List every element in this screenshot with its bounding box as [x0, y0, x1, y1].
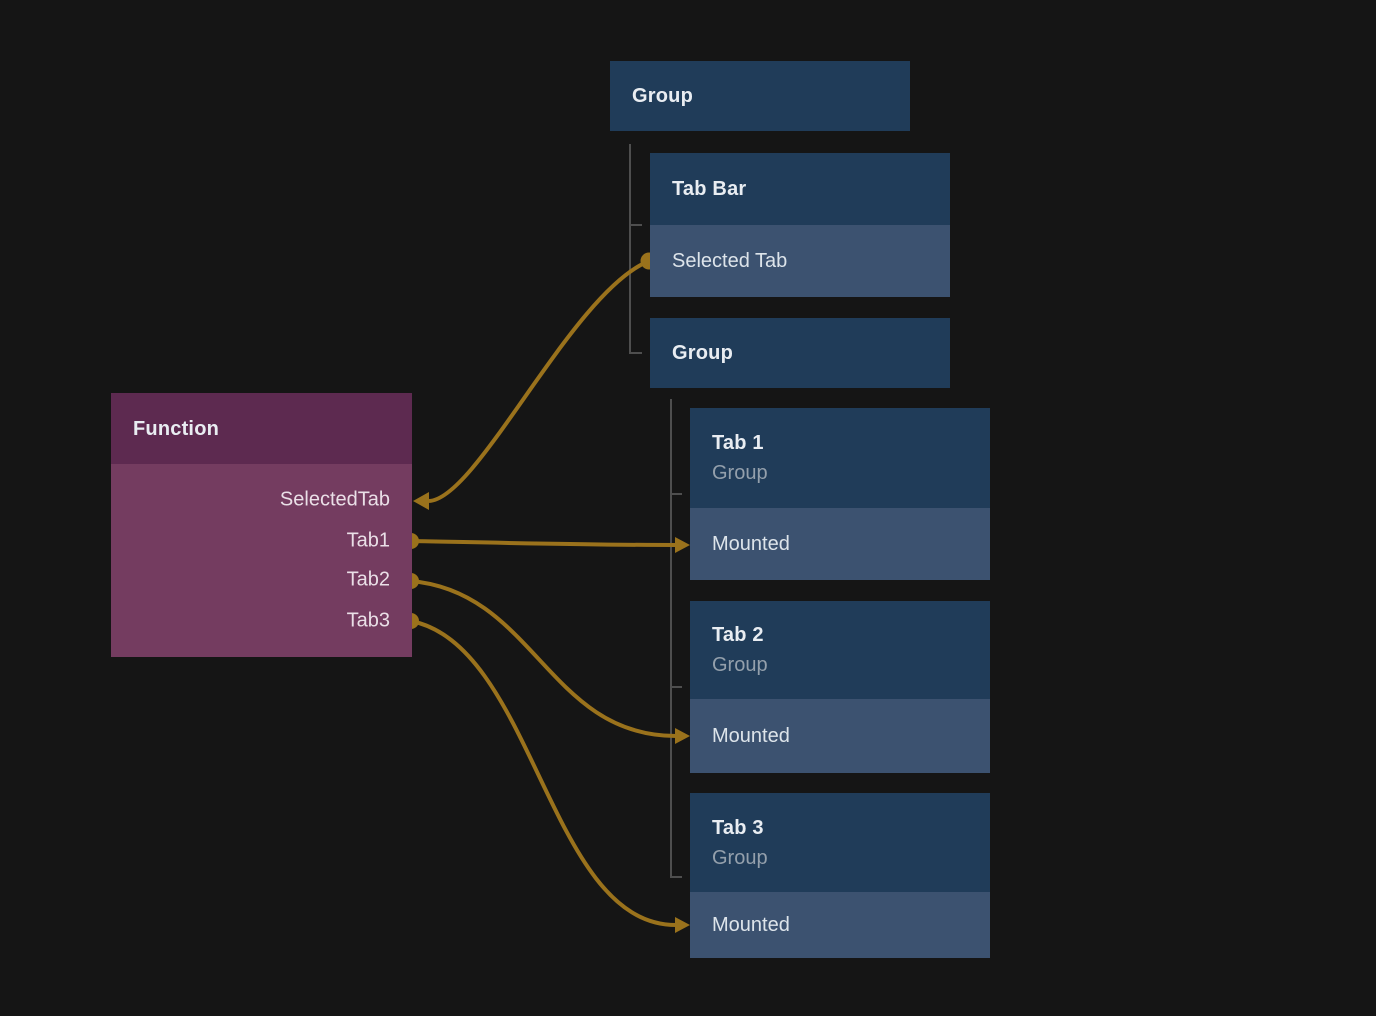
node-function[interactable]: Function SelectedTab Tab1 Tab2 Tab3 [111, 393, 412, 657]
row-label: Mounted [712, 913, 790, 936]
function-node-body [111, 464, 412, 657]
node-tab-bar[interactable]: Tab Bar Selected Tab [650, 153, 950, 297]
wire-tab2-mounted[interactable] [410, 579, 677, 738]
node-subtitle: Group [712, 846, 768, 869]
node-subtitle: Group [712, 462, 768, 484]
tree-line-inner-group [670, 399, 682, 878]
arrowhead-tab2-icon [675, 728, 690, 744]
function-port-tab3[interactable]: Tab3 [346, 609, 390, 632]
node-title: Tab 1 [712, 432, 764, 454]
node-title: Tab Bar [672, 178, 747, 200]
node-title: Tab 3 [712, 816, 764, 839]
node-subtitle: Group [712, 654, 768, 676]
row-selected-tab[interactable]: Selected Tab [650, 225, 950, 297]
row-mounted-tab2[interactable]: Mounted [690, 699, 990, 773]
function-port-tab2[interactable]: Tab2 [346, 568, 390, 591]
tree-line-root-group [629, 144, 642, 354]
node-title: Function [133, 417, 220, 440]
node-title: Group [672, 342, 733, 364]
arrowhead-tab1-icon [675, 537, 690, 553]
node-tab2[interactable]: Tab 2 Group Mounted [690, 601, 990, 773]
node-group-inner[interactable]: Group [650, 318, 950, 388]
wire-tab3-mounted[interactable] [410, 619, 677, 927]
wire-selectedtab[interactable] [428, 259, 650, 503]
node-tab1[interactable]: Tab 1 Group Mounted [690, 408, 990, 580]
arrowhead-tab3-icon [675, 917, 690, 933]
arrowhead-selectedtab-icon [413, 492, 429, 510]
function-port-selectedtab[interactable]: SelectedTab [279, 488, 390, 511]
row-mounted-tab1[interactable]: Mounted [690, 508, 990, 580]
row-label: Mounted [712, 532, 790, 555]
node-title: Group [632, 85, 693, 107]
row-label: Mounted [712, 724, 790, 747]
function-port-tab1[interactable]: Tab1 [346, 529, 390, 552]
row-label: Selected Tab [672, 249, 788, 272]
node-group-root[interactable]: Group [610, 61, 910, 131]
wire-tab1-mounted[interactable] [410, 539, 677, 547]
node-title: Tab 2 [712, 624, 764, 646]
row-mounted-tab3[interactable]: Mounted [690, 892, 990, 958]
node-tab3[interactable]: Tab 3 Group Mounted [690, 793, 990, 958]
